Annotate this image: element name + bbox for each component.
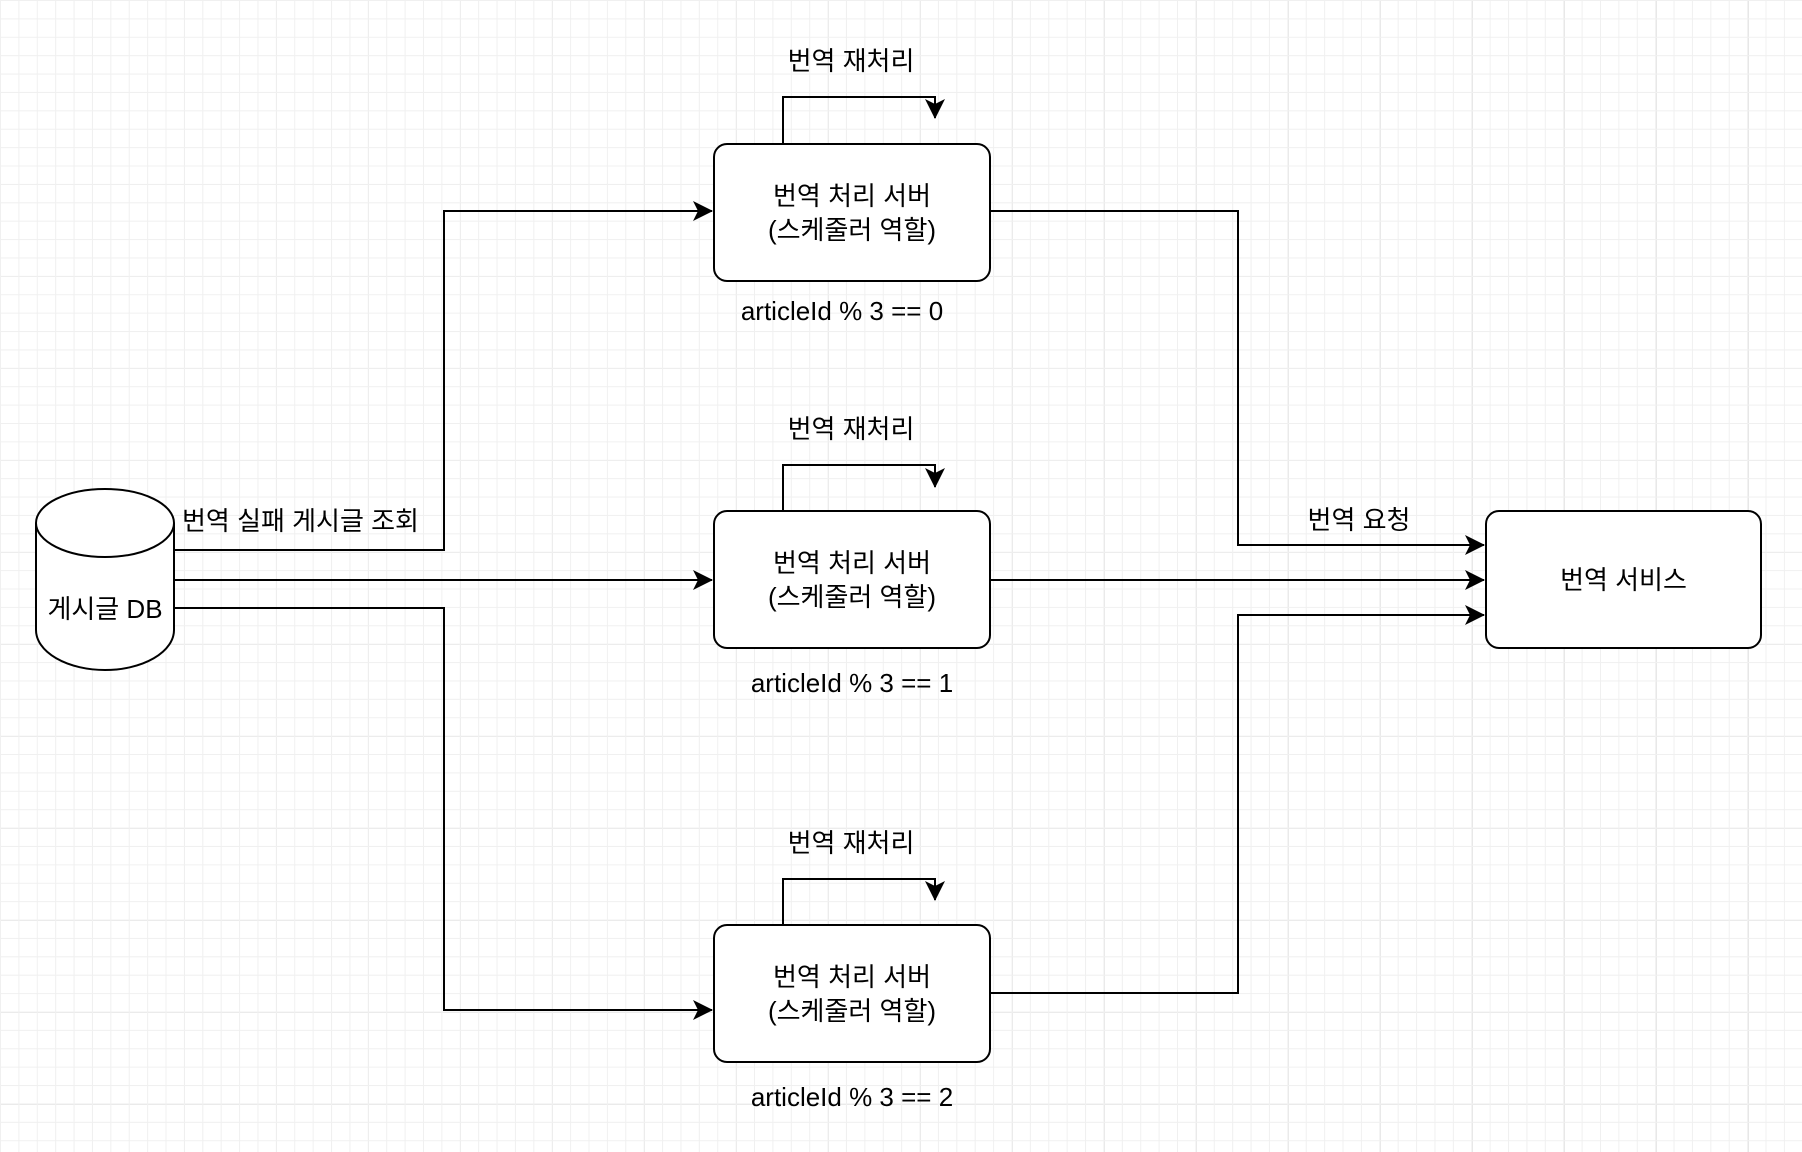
edge-server-2-to-service <box>990 605 1485 994</box>
retry-label-2: 번역 재처리 <box>787 828 915 858</box>
server-title: 번역 처리 서버 <box>773 547 931 578</box>
edge-db-to-server-2 <box>174 607 713 1020</box>
condition-label-1: articleId % 3 == 1 <box>750 668 954 698</box>
service-label: 번역 서비스 <box>1560 564 1687 595</box>
edge-server-0-to-service <box>990 210 1485 555</box>
translation-server-1[interactable]: 번역 처리 서버 (스케줄러 역할) <box>713 510 991 649</box>
retry-loop-1 <box>782 464 945 510</box>
server-title: 번역 처리 서버 <box>773 961 931 992</box>
translation-server-0[interactable]: 번역 처리 서버 (스케줄러 역할) <box>713 143 991 282</box>
request-label: 번역 요청 <box>1307 505 1411 535</box>
retry-label-1: 번역 재처리 <box>787 414 915 444</box>
retry-label-0: 번역 재처리 <box>787 46 915 76</box>
database-label: 게시글 DB <box>47 594 163 624</box>
edge-db-to-server-0 <box>174 201 713 551</box>
retry-loop-2 <box>782 878 945 924</box>
translation-service[interactable]: 번역 서비스 <box>1485 510 1762 649</box>
server-role: (스케줄러 역할) <box>767 214 937 245</box>
translation-server-2[interactable]: 번역 처리 서버 (스케줄러 역할) <box>713 924 991 1063</box>
condition-label-2: articleId % 3 == 2 <box>750 1082 954 1112</box>
server-role: (스케줄러 역할) <box>767 581 937 612</box>
retry-loop-0 <box>782 96 945 143</box>
database-cylinder[interactable] <box>35 488 175 671</box>
server-title: 번역 처리 서버 <box>773 180 931 211</box>
server-role: (스케줄러 역할) <box>767 995 937 1026</box>
condition-label-0: articleId % 3 == 0 <box>740 296 944 326</box>
query-label: 번역 실패 게시글 조회 <box>182 506 419 536</box>
